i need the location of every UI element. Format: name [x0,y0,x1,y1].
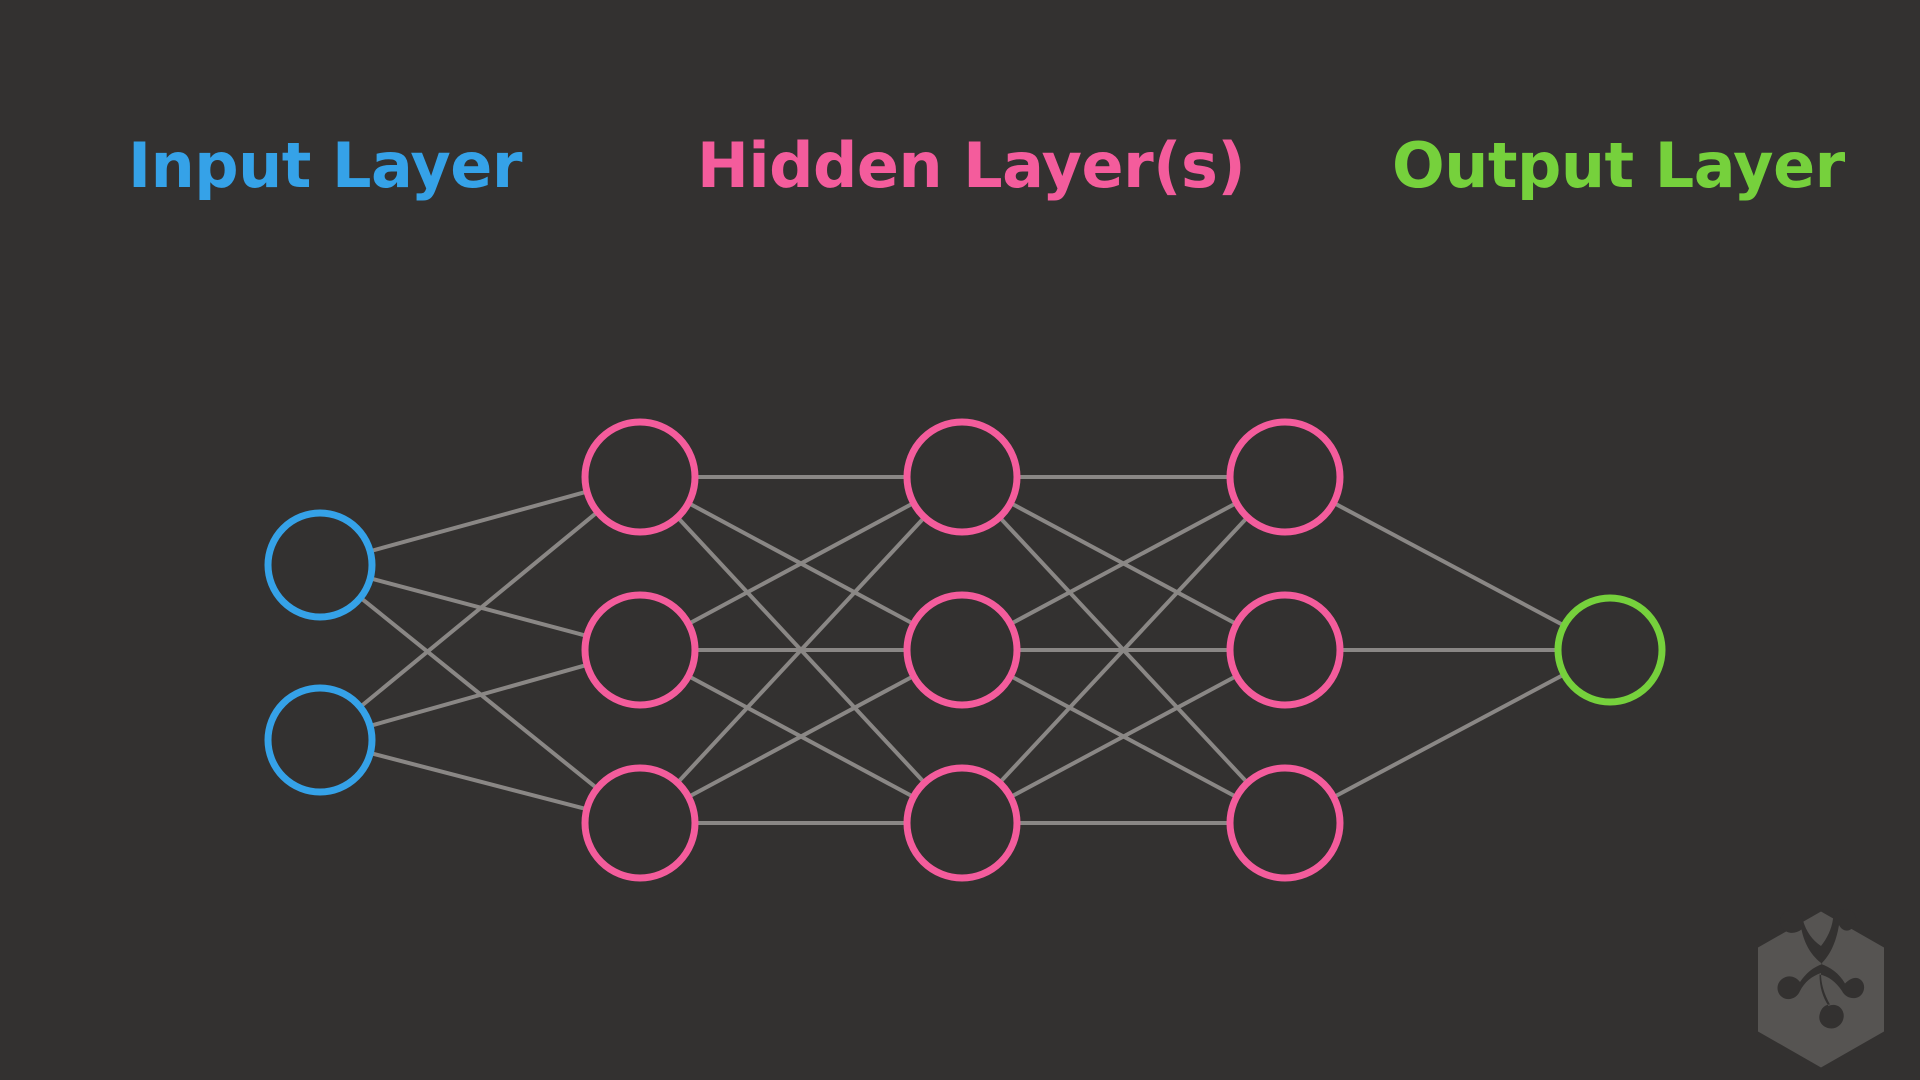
nodes-group [264,418,1666,882]
network-node-h2_1 [903,418,1021,536]
network-edge [1330,500,1567,629]
network-node-h2_2 [903,591,1021,709]
network-edge [1330,671,1567,800]
network-node-h1_3 [581,764,699,882]
network-edge [996,514,1251,786]
network-edge [685,500,917,627]
treehouse-logo-watermark [1758,909,1884,1068]
network-edge [674,514,928,786]
network-edge [1007,673,1240,800]
network-node-i1 [264,509,376,621]
branch-glyph [1777,909,1865,1029]
network-edge [367,750,590,812]
hexagon-shape [1758,911,1884,1068]
network-node-i2 [264,684,376,796]
network-node-h3_3 [1226,764,1344,882]
network-node-h1_2 [581,591,699,709]
network-edge [685,673,917,800]
network-node-h3_2 [1226,591,1344,709]
network-edge [367,662,590,729]
network-node-h3_1 [1226,418,1344,536]
network-node-h1_1 [581,418,699,536]
network-node-h2_3 [903,764,1021,882]
network-edge [1007,500,1240,627]
edges-group [357,475,1567,825]
network-node-o1 [1554,594,1666,706]
network-edge [367,489,590,554]
network-edge [357,594,600,792]
network-edge [357,509,601,710]
